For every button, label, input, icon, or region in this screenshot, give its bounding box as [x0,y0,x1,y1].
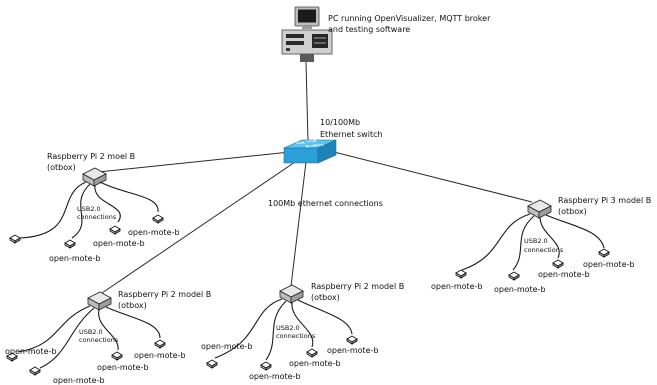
open-mote-icon [346,335,358,345]
usb-label-line1: USB2.0 [79,328,103,336]
usb-label-line1: USB2.0 [276,324,300,332]
rpi-2-label-line2: (otbox) [118,301,147,310]
mote-label: open-mote-b [49,254,101,263]
link-pc-switch [305,61,309,143]
open-mote-icon [306,348,318,358]
pc-label-line1: PC running OpenVisualizer, MQTT broker [328,14,491,23]
open-mote-icon [111,351,123,361]
mote-label: open-mote-b [5,347,57,356]
ethernet-connections-label: 100Mb ethernet connections [268,199,383,208]
rpi-1-label-line1: Raspberry Pi 2 moel B [47,152,135,161]
rpi-3-label-line1: Raspberry Pi 2 model B [311,282,404,291]
rpi-2-label-line1: Raspberry Pi 2 model B [118,290,211,299]
usb-cable [512,215,535,271]
open-mote-icon [508,271,520,281]
network-links [97,61,533,294]
usb-label-line2: connections [276,332,316,340]
usb-cable [461,213,531,271]
usb-cable [94,184,121,223]
open-mote-icon [260,361,272,371]
usb-label-line1: USB2.0 [524,237,548,245]
mote-label: open-mote-b [97,363,149,372]
rpi-cluster-3: Raspberry Pi 2 model B (otbox) USB2.0 co… [201,282,404,381]
link-switch-rpi2 [101,159,299,294]
raspberry-pi-icon [87,291,112,311]
rpi-4-label-line2: (otbox) [558,207,587,216]
open-mote-icon [206,359,218,369]
link-switch-rpi1 [97,151,291,173]
usb-cable [291,301,314,348]
rpi-cluster-2: Raspberry Pi 2 model B (otbox) USB2.0 co… [5,290,211,385]
open-mote-icon [9,234,21,244]
mote-label: open-mote-b [249,372,301,381]
open-mote-icon [64,239,76,249]
rpi-cluster-4: Raspberry Pi 3 model B (otbox) USB2.0 co… [431,196,651,294]
open-mote-icon [154,339,166,349]
mote-label: open-mote-b [201,342,253,351]
mote-label: open-mote-b [128,228,180,237]
mote-label: open-mote-b [93,239,145,248]
open-mote-icon [109,225,121,235]
usb-cable [214,298,283,359]
rpi-cluster-1: Raspberry Pi 2 moel B (otbox) USB2.0 con… [9,152,180,263]
usb-cable [545,214,605,249]
usb-cable [105,306,161,339]
open-mote-icon [455,269,467,279]
mote-label: open-mote-b [134,351,186,360]
pc-icon [281,6,333,62]
usb-cable [539,216,560,259]
usb-label-line2: connections [524,246,564,254]
open-mote-icon [29,366,41,376]
pc-label-line2: and testing software [328,25,410,34]
open-mote-icon [552,259,564,269]
switch-label-line1: 10/100Mb [320,118,360,127]
mote-label: open-mote-b [583,260,635,269]
rpi-1-label-line2: (otbox) [47,163,76,172]
raspberry-pi-icon [279,284,304,304]
usb-label-line1: USB2.0 [77,205,101,213]
usb-cable [17,305,91,353]
open-mote-icon [598,248,610,258]
mote-label: open-mote-b [53,376,105,385]
usb-cable [39,307,95,369]
mote-label: open-mote-b [431,282,483,291]
rpi-4-label-line1: Raspberry Pi 3 model B [558,196,651,205]
open-mote-icon [152,214,164,224]
usb-cable [99,181,159,213]
ethernet-switch-icon [283,139,337,164]
mote-label: open-mote-b [494,285,546,294]
usb-cable [19,181,87,239]
switch-label-line2: Ethernet switch [320,130,383,139]
usb-label-line2: connections [79,336,119,344]
link-switch-rpi3 [290,161,307,287]
mote-label: open-mote-b [538,270,590,279]
usb-cable [98,308,119,351]
mote-label: open-mote-b [327,346,379,355]
usb-cable [297,299,353,335]
link-switch-rpi4 [325,149,533,203]
usb-cable [71,183,91,239]
rpi-3-label-line2: (otbox) [311,293,340,302]
raspberry-pi-icon [82,167,107,187]
mote-label: open-mote-b [289,359,341,368]
usb-label-line2: connections [77,213,117,221]
raspberry-pi-icon [527,199,552,219]
usb-cable [265,300,287,361]
open-mote-icon [6,352,18,362]
